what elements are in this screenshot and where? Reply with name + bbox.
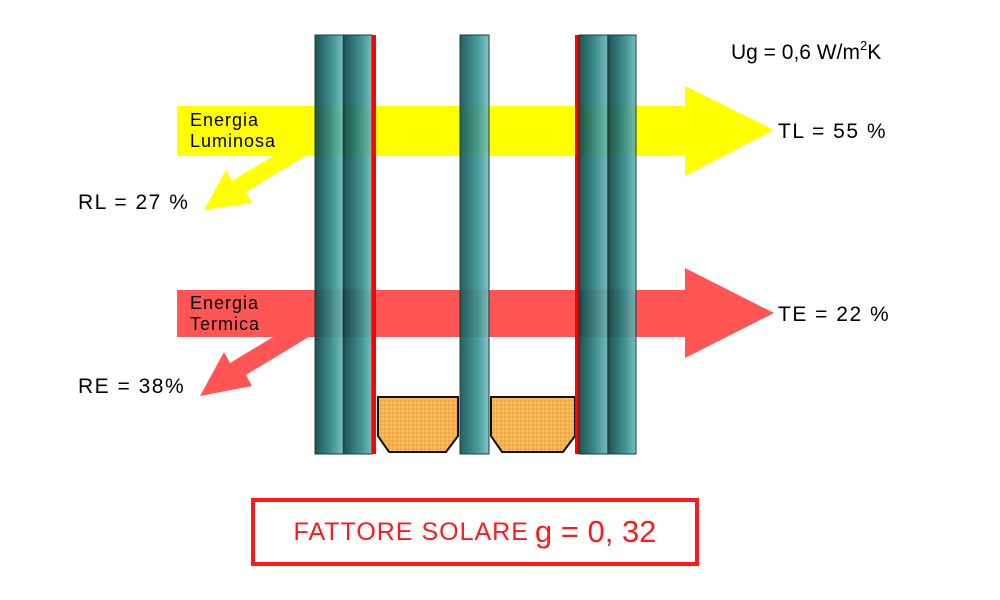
thermal-reflected-arrow (200, 322, 312, 396)
thermal-transmitted-value: TE = 22 % (778, 303, 890, 326)
thermal-label-line1: Energia (190, 293, 259, 313)
spacer-left (377, 396, 459, 453)
thermal-label-line2: Termica (190, 314, 260, 334)
thermal-reflected-value: RE = 38% (78, 375, 185, 398)
solar-factor-label: FATTORE SOLARE (293, 517, 529, 546)
solar-factor-box: FATTORE SOLARE g = 0, 32 (251, 498, 699, 566)
solar-factor-value: g = 0, 32 (534, 514, 657, 549)
light-label-line1: Energia (190, 110, 259, 130)
ug-value: Ug = 0,6 W/m2K (731, 38, 881, 64)
light-transmitted-value: TL = 55 % (778, 120, 887, 143)
spacer-right (490, 396, 576, 453)
outer-glass-pane (314, 34, 373, 455)
middle-glass-pane (459, 34, 490, 455)
light-reflected-value: RL = 27 % (78, 191, 189, 214)
low-e-coating-right (575, 35, 579, 454)
low-e-coating-left (372, 35, 376, 454)
light-reflected-arrow (204, 141, 312, 210)
light-label-line2: Luminosa (190, 131, 276, 151)
inner-glass-pane (578, 34, 637, 455)
